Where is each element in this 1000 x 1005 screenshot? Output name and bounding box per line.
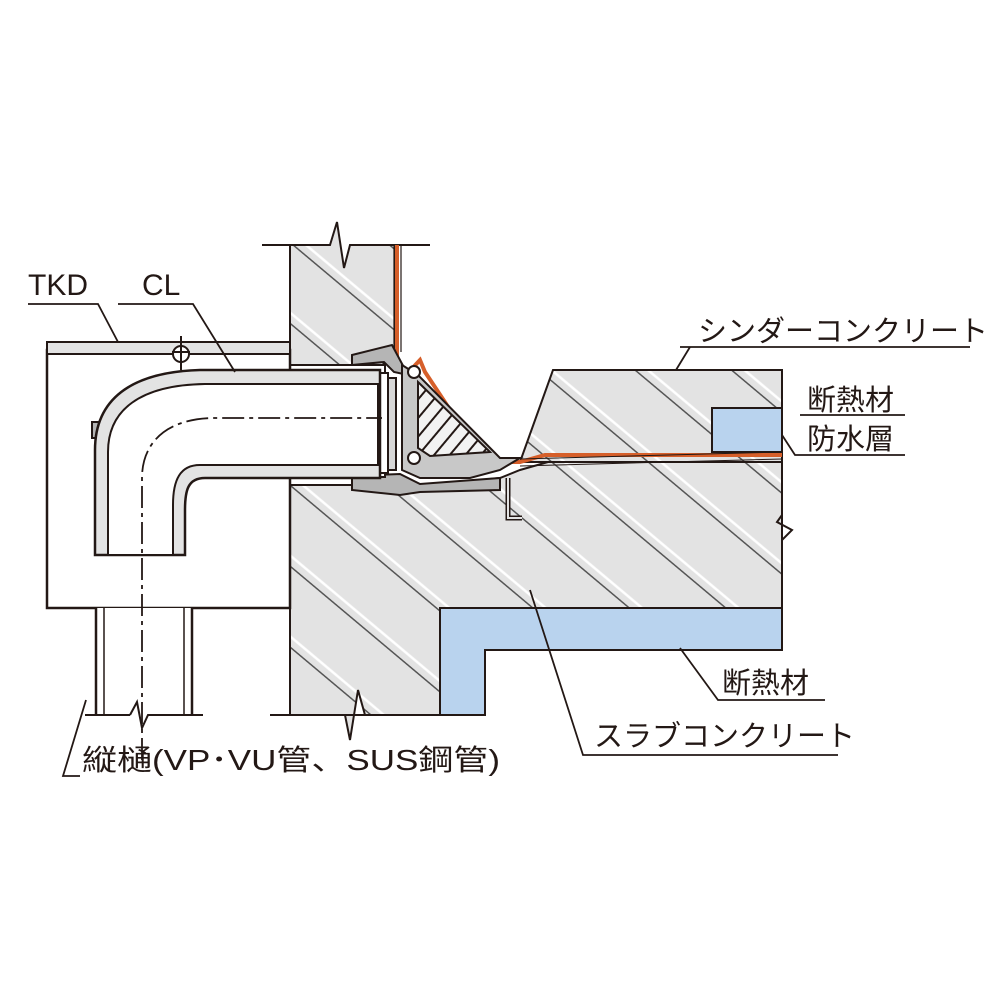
center-line [141, 417, 382, 760]
slab-concrete [289, 461, 783, 741]
leader-lines [28, 303, 970, 777]
bolt-icon [172, 336, 190, 370]
drain-grate [417, 379, 493, 458]
corner-drain [351, 343, 524, 521]
insulation-top [711, 407, 783, 453]
label-cl: CL [142, 269, 180, 302]
elbow-pipe [93, 368, 382, 557]
label-insulation-top: 断熱材 [807, 384, 894, 417]
label-slab-concrete: スラブコンクリート [594, 720, 855, 753]
label-tkd: TKD [28, 269, 88, 302]
label-downpipe: 縦樋(VP･VU管、SUS鋼管) [82, 744, 500, 777]
label-insulation-bottom: 断熱材 [722, 667, 809, 700]
downpipe [85, 608, 203, 732]
label-cinder-concrete: シンダーコンクリート [698, 315, 988, 348]
label-waterproof-layer: 防水層 [807, 423, 894, 456]
